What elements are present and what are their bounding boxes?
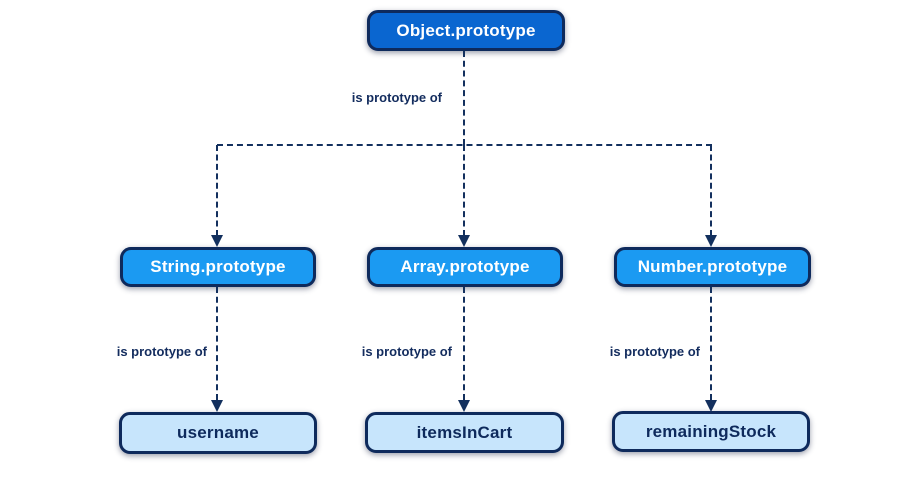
connector-line (216, 145, 218, 236)
connector-line (710, 145, 712, 236)
arrowhead-down-icon (211, 400, 223, 412)
connector-line (710, 287, 712, 400)
edge-label: is prototype of (351, 90, 442, 105)
node-object-prototype: Object.prototype (367, 10, 565, 51)
node-string-prototype: String.prototype (120, 247, 316, 287)
arrowhead-down-icon (211, 235, 223, 247)
node-itemsincart: itemsInCart (365, 412, 564, 453)
arrowhead-down-icon (705, 400, 717, 412)
edge-label: is prototype of (361, 344, 452, 359)
node-username: username (119, 412, 317, 454)
arrowhead-down-icon (705, 235, 717, 247)
edge-label: is prototype of (116, 344, 207, 359)
edge-label: is prototype of (609, 344, 700, 359)
connector-line (463, 51, 465, 145)
node-number-prototype: Number.prototype (614, 247, 811, 287)
node-array-prototype: Array.prototype (367, 247, 563, 287)
connector-line (216, 287, 218, 400)
connector-line (463, 145, 465, 236)
arrowhead-down-icon (458, 400, 470, 412)
arrowhead-down-icon (458, 235, 470, 247)
connector-line (463, 287, 465, 400)
node-remainingstock: remainingStock (612, 411, 810, 452)
